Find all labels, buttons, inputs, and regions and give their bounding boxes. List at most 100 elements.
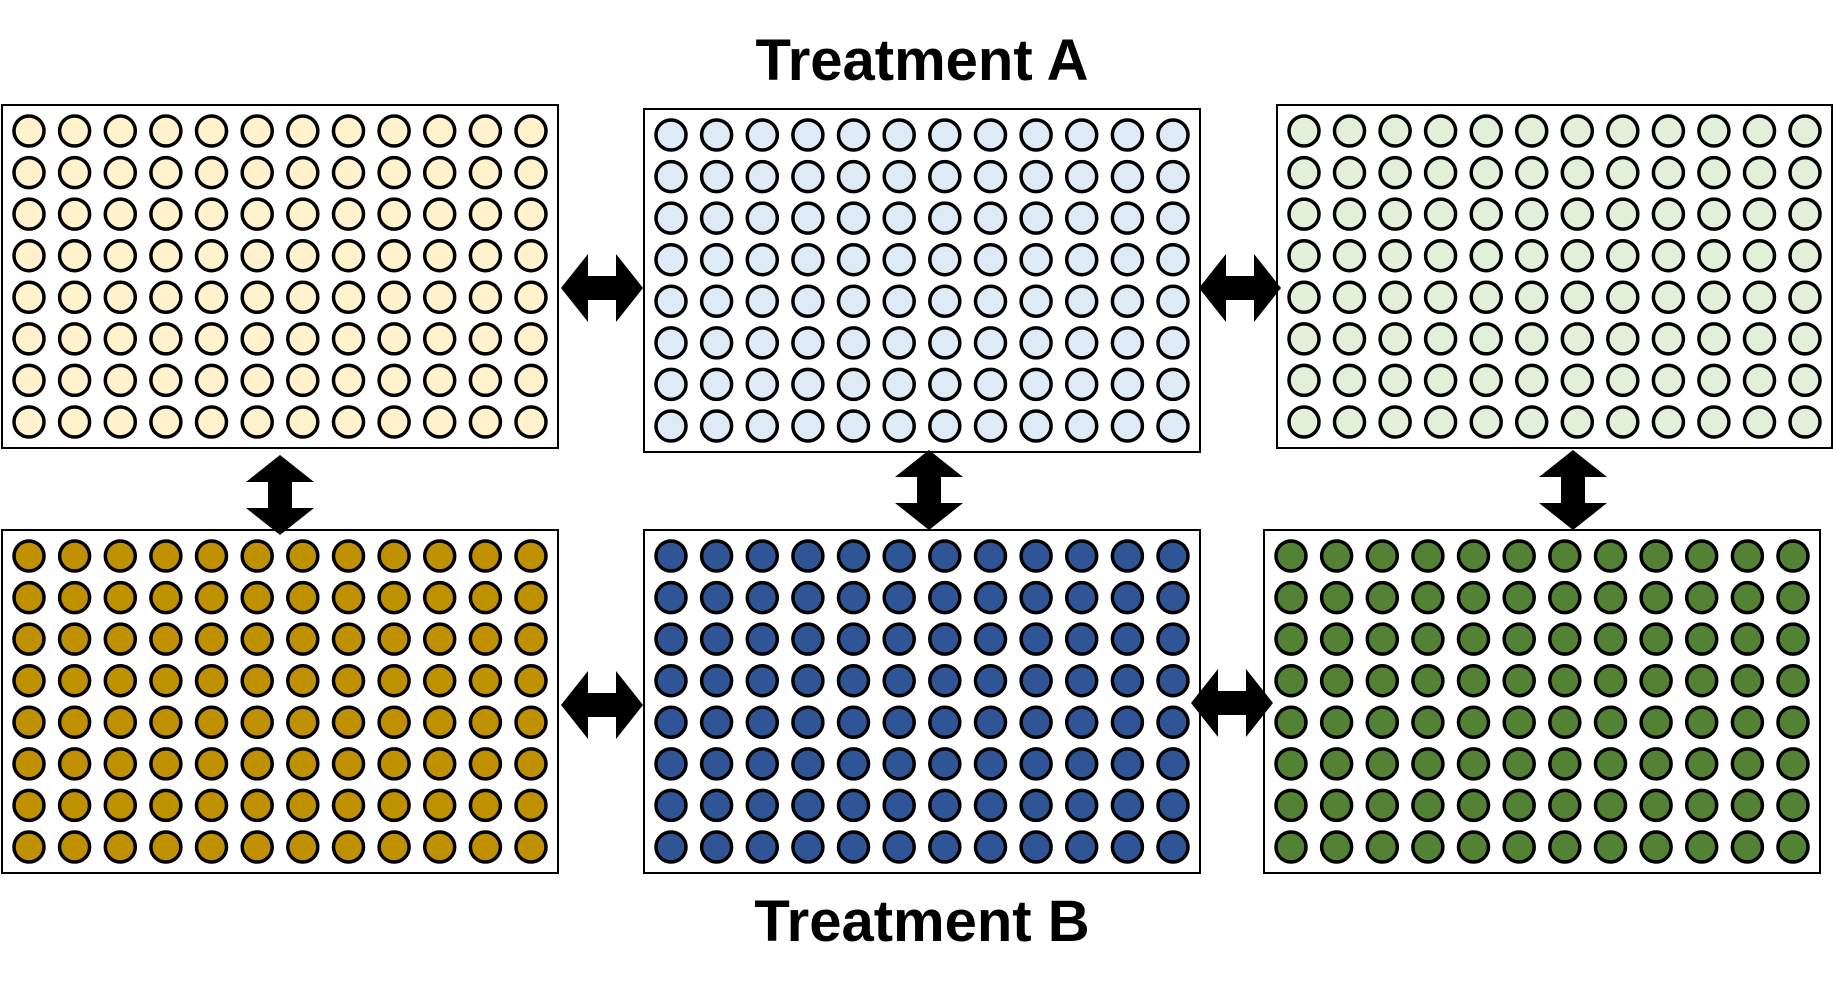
well xyxy=(1697,197,1731,231)
well xyxy=(1593,705,1628,740)
treatment-a-label: Treatment A xyxy=(755,28,1088,93)
well xyxy=(149,830,183,864)
well xyxy=(331,788,366,823)
well xyxy=(973,409,1008,443)
well xyxy=(1274,663,1308,698)
well xyxy=(1776,663,1810,698)
well xyxy=(1502,830,1536,864)
well xyxy=(1456,663,1491,698)
well xyxy=(1742,280,1777,315)
well xyxy=(331,705,366,740)
well xyxy=(286,155,320,190)
well xyxy=(973,747,1008,781)
well xyxy=(1456,788,1491,823)
well xyxy=(791,284,825,319)
well xyxy=(973,326,1008,360)
well xyxy=(331,197,366,231)
well xyxy=(1730,747,1765,781)
well xyxy=(194,238,229,273)
well xyxy=(699,242,734,277)
well xyxy=(194,405,229,439)
well xyxy=(928,788,962,823)
well xyxy=(331,663,366,698)
well xyxy=(1651,280,1686,315)
well xyxy=(1110,284,1145,319)
well xyxy=(1019,118,1053,152)
well xyxy=(1319,580,1354,615)
well xyxy=(1697,280,1731,315)
arrows-layer xyxy=(246,254,1607,739)
well xyxy=(1502,539,1536,573)
well xyxy=(654,788,688,823)
well xyxy=(1156,409,1190,443)
well xyxy=(1019,747,1053,781)
well xyxy=(654,159,688,194)
well xyxy=(377,322,411,356)
well xyxy=(1319,622,1354,656)
well xyxy=(1365,705,1400,740)
well xyxy=(1365,622,1400,656)
well xyxy=(377,114,411,148)
well xyxy=(1365,830,1400,864)
well xyxy=(1274,705,1308,740)
well xyxy=(791,705,825,740)
well xyxy=(1064,580,1099,615)
well xyxy=(1456,622,1491,656)
well xyxy=(149,622,183,656)
well xyxy=(1730,788,1765,823)
well xyxy=(331,322,366,356)
well xyxy=(468,322,503,356)
well xyxy=(1593,622,1628,656)
well xyxy=(1742,197,1777,231)
well xyxy=(1156,118,1190,152)
well xyxy=(422,747,457,781)
well xyxy=(1110,580,1145,615)
well xyxy=(1019,705,1053,740)
well xyxy=(1156,788,1190,823)
well xyxy=(1287,155,1321,190)
well xyxy=(1378,405,1412,439)
well xyxy=(1742,114,1777,148)
treatment-b-label: Treatment B xyxy=(754,889,1089,954)
well xyxy=(12,197,46,231)
well xyxy=(882,326,916,360)
well xyxy=(1502,747,1536,781)
well xyxy=(57,705,92,740)
well xyxy=(1423,280,1458,315)
well xyxy=(103,747,138,781)
well xyxy=(699,663,734,698)
well xyxy=(699,159,734,194)
well xyxy=(286,580,320,615)
well xyxy=(103,622,138,656)
well xyxy=(699,539,734,573)
well xyxy=(1730,580,1765,615)
well xyxy=(882,580,916,615)
well xyxy=(422,322,457,356)
well xyxy=(149,155,183,190)
well xyxy=(1110,539,1145,573)
well xyxy=(1456,830,1491,864)
well xyxy=(928,284,962,319)
well xyxy=(468,405,503,439)
well xyxy=(57,539,92,573)
well xyxy=(1378,197,1412,231)
well xyxy=(745,747,780,781)
well xyxy=(836,159,871,194)
plate-frame xyxy=(643,108,1201,453)
plate-frame xyxy=(1,529,559,874)
well xyxy=(240,539,274,573)
well xyxy=(1651,114,1686,148)
well xyxy=(1110,242,1145,277)
well xyxy=(1639,580,1673,615)
well xyxy=(331,238,366,273)
well xyxy=(1411,788,1445,823)
well xyxy=(12,238,46,273)
well xyxy=(1110,159,1145,194)
well xyxy=(882,242,916,277)
well xyxy=(240,238,274,273)
well xyxy=(377,580,411,615)
well xyxy=(1639,705,1673,740)
well xyxy=(1788,322,1822,356)
arrow-b2-b3 xyxy=(1191,669,1273,737)
well xyxy=(791,201,825,235)
